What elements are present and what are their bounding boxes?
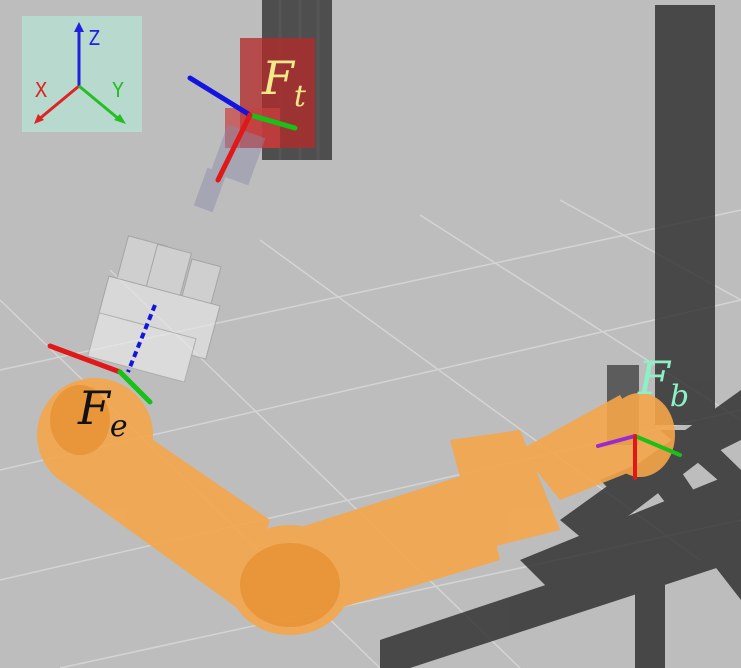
axis-legend-arrows [22,16,142,132]
target-frame-symbol: F [262,51,294,105]
end-effector-frame-subscript: e [110,409,128,444]
z-arrowhead [74,22,84,32]
end-effector-frame-label: Fe [78,385,128,431]
base-frame-symbol: F [638,351,670,405]
end-effector-frame-symbol: F [78,381,110,435]
x-axis-label: X [35,80,47,100]
base-frame-label: Fb [638,355,689,401]
base-frame-subscript: b [670,379,689,414]
z-axis-label: Z [88,28,100,48]
axis-legend: Z X Y [22,16,142,132]
y-axis-label: Y [112,80,124,100]
target-frame-label: Ft [262,55,306,101]
target-frame-subscript: t [294,79,306,114]
